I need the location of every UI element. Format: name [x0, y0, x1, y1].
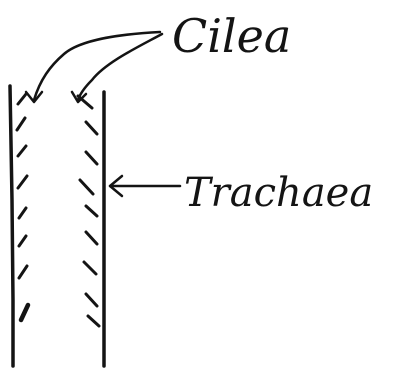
right-cilium [78, 178, 95, 196]
left-cilium [17, 234, 28, 248]
cilia-label: Cilea [172, 9, 291, 63]
left-cilium [15, 116, 27, 132]
right-cilium [84, 150, 99, 166]
right-cilium [84, 120, 99, 136]
right-cilium [84, 204, 99, 218]
right-cilium [84, 230, 99, 246]
right-cilium [84, 292, 99, 308]
cilia-pointer-line-right [76, 32, 164, 102]
trachea-pointer-arrow [108, 174, 182, 198]
left-cilium [17, 206, 28, 220]
left-cilium [17, 264, 29, 280]
cilia-arrowhead-left [24, 90, 44, 104]
right-cilium [82, 260, 98, 276]
left-cilium [16, 144, 28, 158]
trachea-arrowhead [108, 174, 124, 198]
left-cilium [16, 92, 28, 106]
trachea-left-wall [8, 84, 15, 368]
trachea-label: Trachaea [184, 170, 373, 216]
left-cilia [15, 92, 31, 323]
left-cilium [18, 302, 31, 323]
right-cilium [86, 314, 101, 328]
cilia-pointer-line-left [32, 30, 162, 102]
left-cilium [16, 174, 29, 190]
right-cilia [76, 94, 101, 328]
cilia-pointer-arrows [24, 30, 164, 104]
cilia-arrowhead-right [70, 90, 88, 104]
